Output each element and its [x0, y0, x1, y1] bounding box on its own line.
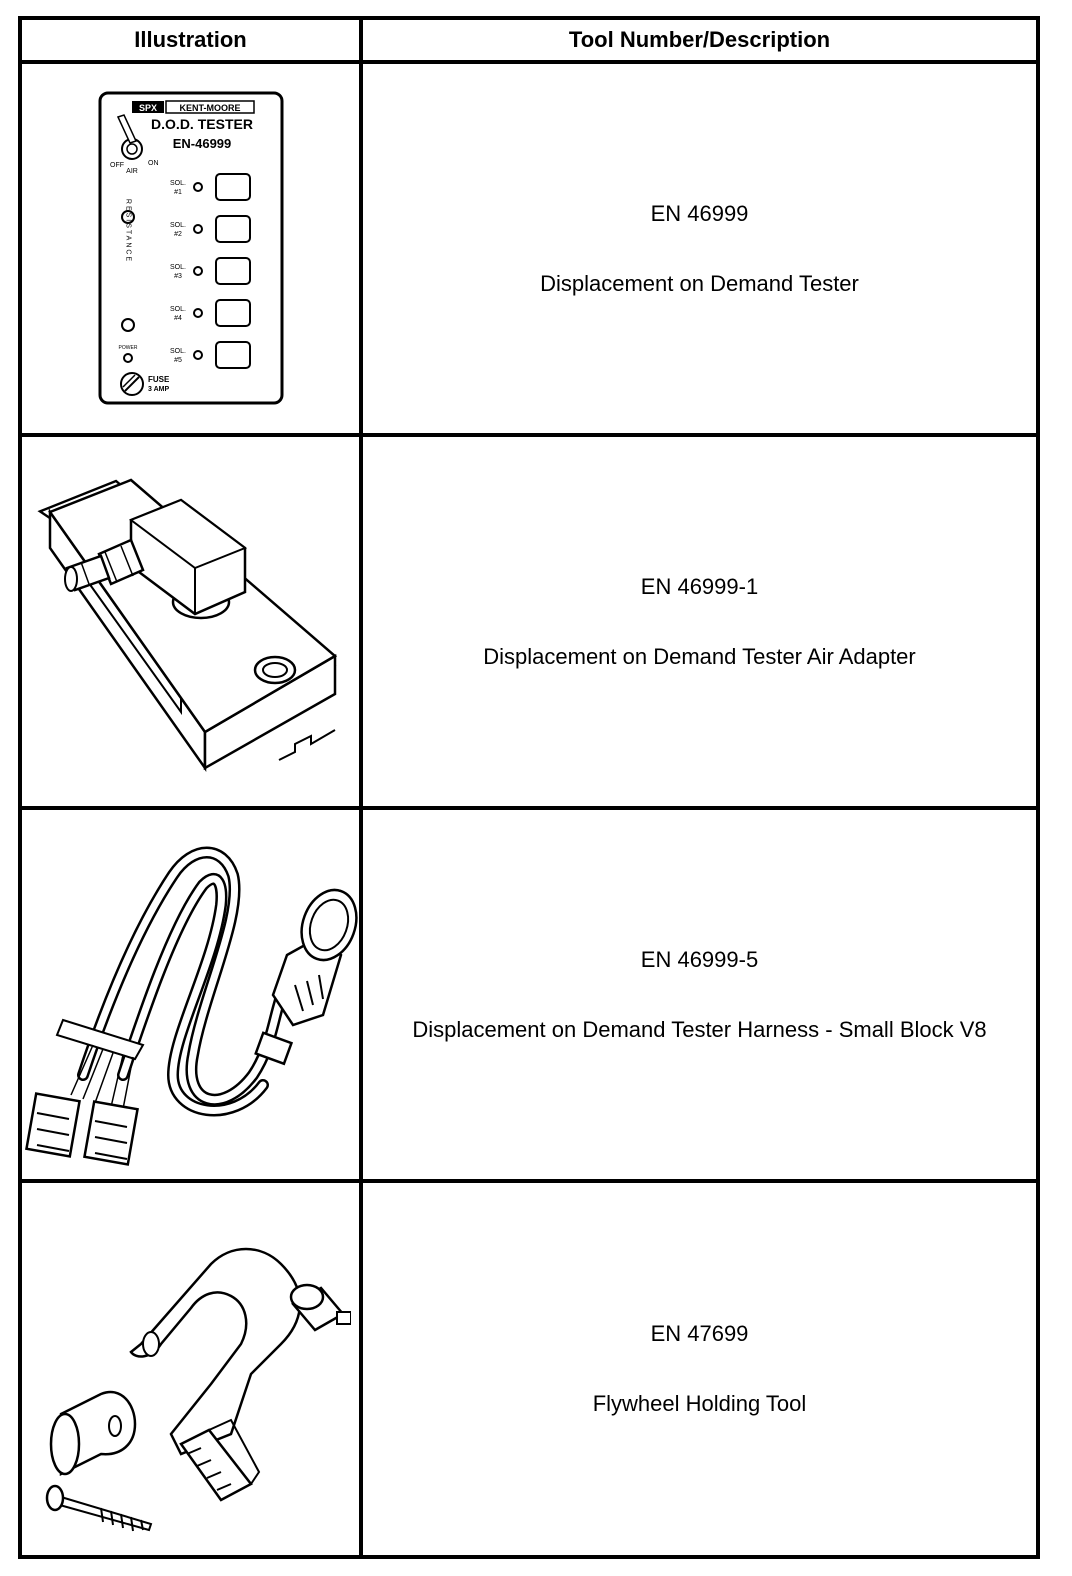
label-on: ON: [148, 160, 159, 167]
solenoid-label: SOL.: [170, 264, 186, 271]
solenoid-led-icon: [192, 223, 203, 234]
illustration-cell: [22, 437, 363, 806]
tool-description: Displacement on Demand Tester Harness - …: [412, 1016, 987, 1042]
solenoid-led-icon: [192, 265, 203, 276]
solenoid-number: #4: [174, 315, 182, 322]
illustration-cell: [22, 810, 363, 1179]
solenoid-label: SOL.: [170, 222, 186, 229]
table-row: SPX KENT-MOORE D.O.D. TESTER EN-46999 OF…: [22, 64, 1036, 437]
table-row: EN 47699 Flywheel Holding Tool: [22, 1183, 1036, 1555]
tool-description: Displacement on Demand Tester Air Adapte…: [483, 643, 916, 669]
solenoid-button-icon: [214, 298, 251, 327]
solenoid-number: #5: [174, 357, 182, 364]
label-air: AIR: [126, 168, 138, 175]
tool-number: EN 46999: [650, 200, 749, 226]
dod-tester-icon: SPX KENT-MOORE D.O.D. TESTER EN-46999 OF…: [98, 91, 283, 404]
air-adapter-icon: [36, 478, 337, 772]
tool-description-cell: EN 46999-1 Displacement on Demand Tester…: [363, 437, 1036, 806]
header-illustration: Illustration: [22, 20, 363, 60]
header-tool-number-description: Tool Number/Description: [568, 27, 831, 52]
tool-description-cell: EN 47699 Flywheel Holding Tool: [363, 1183, 1036, 1555]
tool-number: EN 46999-5: [640, 946, 759, 972]
brand-kent-moore: KENT-MOORE: [179, 103, 240, 113]
solenoid-led-icon: [192, 349, 203, 360]
illustration-cell: [22, 1183, 363, 1555]
solenoid-button-icon: [214, 214, 251, 243]
label-power: POWER: [118, 345, 137, 351]
solenoid-led-icon: [192, 307, 203, 318]
solenoid-number: #2: [174, 231, 182, 238]
tool-description: Displacement on Demand Tester: [540, 270, 859, 296]
solenoid-led-icon: [192, 181, 203, 192]
label-resistance: RESISTANCE: [124, 198, 131, 262]
solenoid-label: SOL.: [170, 348, 186, 355]
tester-title: D.O.D. TESTER: [151, 116, 253, 132]
illustration-cell: SPX KENT-MOORE D.O.D. TESTER EN-46999 OF…: [22, 64, 363, 433]
tool-description-cell: EN 46999-5 Displacement on Demand Tester…: [363, 810, 1036, 1179]
label-fuse: FUSE: [148, 375, 170, 384]
brand-spx: SPX: [138, 103, 156, 113]
tool-number: EN 47699: [650, 1321, 749, 1346]
solenoid-button-icon: [214, 256, 251, 285]
solenoid-label: SOL.: [170, 306, 186, 313]
tool-table: Illustration Tool Number/Description SPX…: [18, 16, 1040, 1559]
table-header: Illustration Tool Number/Description: [22, 20, 1036, 64]
tool-description: Flywheel Holding Tool: [592, 1391, 807, 1416]
solenoid-number: #3: [174, 273, 182, 280]
tester-model: EN-46999: [172, 136, 231, 151]
table-row: EN 46999-5 Displacement on Demand Tester…: [22, 810, 1036, 1183]
harness-icon: [24, 846, 358, 1166]
solenoid-button-icon: [214, 172, 251, 201]
tool-description-cell: EN 46999 Displacement on Demand Tester: [363, 64, 1036, 433]
solenoid-number: #1: [174, 189, 182, 196]
flywheel-holding-tool-icon: [45, 1247, 351, 1532]
label-off: OFF: [110, 162, 124, 169]
label-amp: 3 AMP: [148, 386, 169, 393]
table-row: EN 46999-1 Displacement on Demand Tester…: [22, 437, 1036, 810]
solenoid-button-icon: [214, 340, 251, 369]
solenoid-label: SOL.: [170, 180, 186, 187]
tool-number: EN 46999-1: [640, 573, 759, 599]
